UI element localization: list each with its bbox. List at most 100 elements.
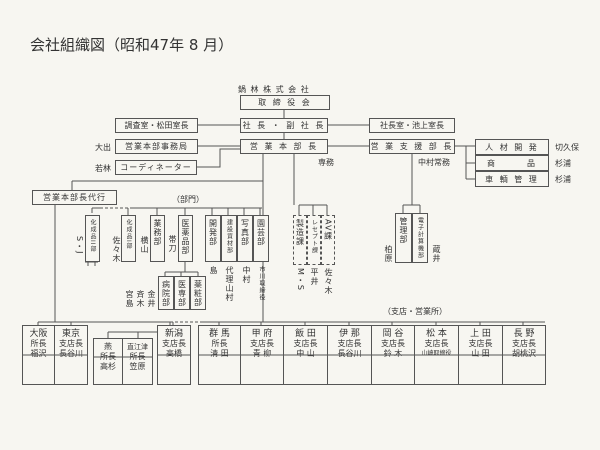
- department-box: 医薬品部: [178, 215, 193, 262]
- departments-label: （部門）: [172, 195, 204, 204]
- branch-manager: 清 田: [210, 349, 229, 358]
- branch-box: 直江津所長笠原: [122, 338, 153, 385]
- department-name: 写真部: [240, 219, 250, 246]
- secretariat-person: 大出: [95, 143, 111, 152]
- support-unit-person: 杉浦: [555, 159, 571, 168]
- section-box: 製造課: [293, 215, 307, 265]
- sub-department-person: 金井: [147, 290, 156, 308]
- branch-manager: 高杉: [100, 362, 116, 371]
- department-box: 化成品II部: [85, 215, 100, 262]
- support-dept-person: 蔵井: [432, 245, 441, 263]
- branch-name: 東京: [61, 329, 80, 339]
- department-box: 開発部: [205, 215, 221, 262]
- sub-department-name: 病院部: [161, 280, 171, 307]
- branch-name: 大阪: [29, 329, 48, 339]
- president-box: 社 長 ・ 副 社 長: [240, 118, 328, 133]
- nakamura-label: 中村常務: [418, 158, 450, 167]
- department-person: 中村: [242, 266, 251, 284]
- department-box: 建設資材部: [221, 215, 237, 262]
- section-person: 佐々木: [324, 268, 333, 295]
- support-dept-name: 管理部: [399, 217, 408, 244]
- section-person: 平井: [310, 268, 319, 286]
- department-box: 写真部: [237, 215, 253, 262]
- support-unit-box: 人 材 開 発: [475, 139, 549, 155]
- department-person: 横山: [140, 236, 149, 254]
- support-unit-box: 車 輌 管 理: [475, 171, 549, 187]
- branch-name: 上 田: [470, 329, 491, 339]
- branch-name: 燕: [104, 342, 112, 351]
- branch-title: 支店長: [293, 339, 318, 348]
- branch-title: 支店長: [468, 339, 493, 348]
- president-office-box: 社長室・池上室長: [369, 118, 455, 133]
- senmu-label: 専務: [318, 158, 334, 167]
- support-dept-person: 柏原: [384, 245, 393, 263]
- sales-support-box: 営 業 支 援 部 長: [369, 139, 455, 154]
- company-name: 鍋 林 株 式 会 社: [238, 85, 310, 94]
- support-dept-name: 電子計算機部: [416, 217, 424, 259]
- branch-name: 松 本: [426, 329, 447, 339]
- department-name: 業務部: [153, 219, 162, 246]
- branch-manager: 中 山: [296, 349, 315, 358]
- department-name: 化成品I部: [125, 219, 132, 250]
- section-name: AV課: [323, 219, 333, 241]
- branch-name: 伊 那: [339, 329, 360, 339]
- branch-title: 支店長: [59, 339, 83, 348]
- sales-head-box: 営 業 本 部 長: [240, 139, 328, 154]
- branch-manager: 笠原: [129, 362, 146, 371]
- branch-manager: 青 柳: [252, 349, 272, 358]
- branch-manager: 胡桃沢: [512, 349, 536, 358]
- secretariat-box: 営業本部事務局: [115, 139, 198, 154]
- sub-department-person: 斉木: [136, 290, 145, 308]
- deputy-head-box: 営業本部長代行: [32, 190, 117, 205]
- department-box: 園芸部: [253, 215, 269, 262]
- support-unit-person: 杉浦: [555, 175, 571, 184]
- branch-manager: 高橋: [166, 349, 182, 358]
- branch-name: 直江津: [127, 343, 148, 351]
- sub-department-box: 薬粧部: [190, 276, 206, 310]
- branch-title: 支店長: [512, 339, 536, 348]
- branch-manager: 鈴 木: [383, 349, 403, 358]
- branch-name: 群 馬: [209, 329, 230, 339]
- board-of-directors-box: 取 締 役 会: [240, 95, 330, 110]
- department-name: 医薬品部: [181, 219, 190, 255]
- branch-title: 所長: [30, 339, 47, 348]
- sub-department-person: 宮島: [125, 290, 134, 308]
- sub-department-name: 医専部: [177, 280, 187, 307]
- research-office-box: 調査室・松田室長: [115, 118, 198, 133]
- coordinator-person: 若林: [95, 164, 111, 173]
- branch-manager: 福沢: [30, 349, 47, 358]
- department-person: 島: [209, 266, 218, 275]
- department-name: 建設資材部: [225, 219, 233, 254]
- coordinator-box: コーディネーター: [115, 160, 197, 175]
- sub-department-box: 医専部: [174, 276, 190, 310]
- branch-title: 支店長: [424, 339, 449, 348]
- branch-manager: 長谷川: [59, 349, 83, 358]
- sub-department-name: 薬粧部: [193, 280, 203, 307]
- branch-name: 長 野: [513, 329, 535, 339]
- support-dept-box: 管理部: [395, 213, 412, 263]
- branch-name: 岡 谷: [382, 329, 404, 339]
- section-box: レセプト課: [307, 215, 321, 265]
- department-name: 開発部: [208, 219, 218, 246]
- department-person: 代理山村: [225, 266, 234, 302]
- branch-title: 支店長: [381, 339, 405, 348]
- branch-name: 飯 田: [295, 329, 316, 339]
- department-name: 化成品II部: [89, 219, 96, 253]
- department-person: 佐々木: [112, 236, 121, 263]
- department-person: 市川取締役: [258, 266, 265, 301]
- department-name: 園芸部: [256, 219, 266, 246]
- branch-title: 支店長: [162, 339, 186, 348]
- section-box: AV課: [321, 215, 335, 265]
- section-person: M・S: [296, 268, 305, 291]
- branch-name: 新潟: [164, 329, 183, 339]
- department-person: 帯刀: [168, 235, 177, 253]
- department-box: 業務部: [150, 215, 165, 262]
- section-name: 製造課: [295, 219, 305, 246]
- branch-title: 支店長: [250, 339, 274, 348]
- branch-title: 所長: [211, 339, 228, 348]
- support-unit-person: 切久保: [555, 143, 579, 152]
- branch-manager: 長谷川: [337, 349, 362, 358]
- branch-name: 甲 府: [251, 329, 273, 339]
- sub-department-box: 病院部: [158, 276, 174, 310]
- branch-manager: 山崎取締役: [421, 350, 452, 357]
